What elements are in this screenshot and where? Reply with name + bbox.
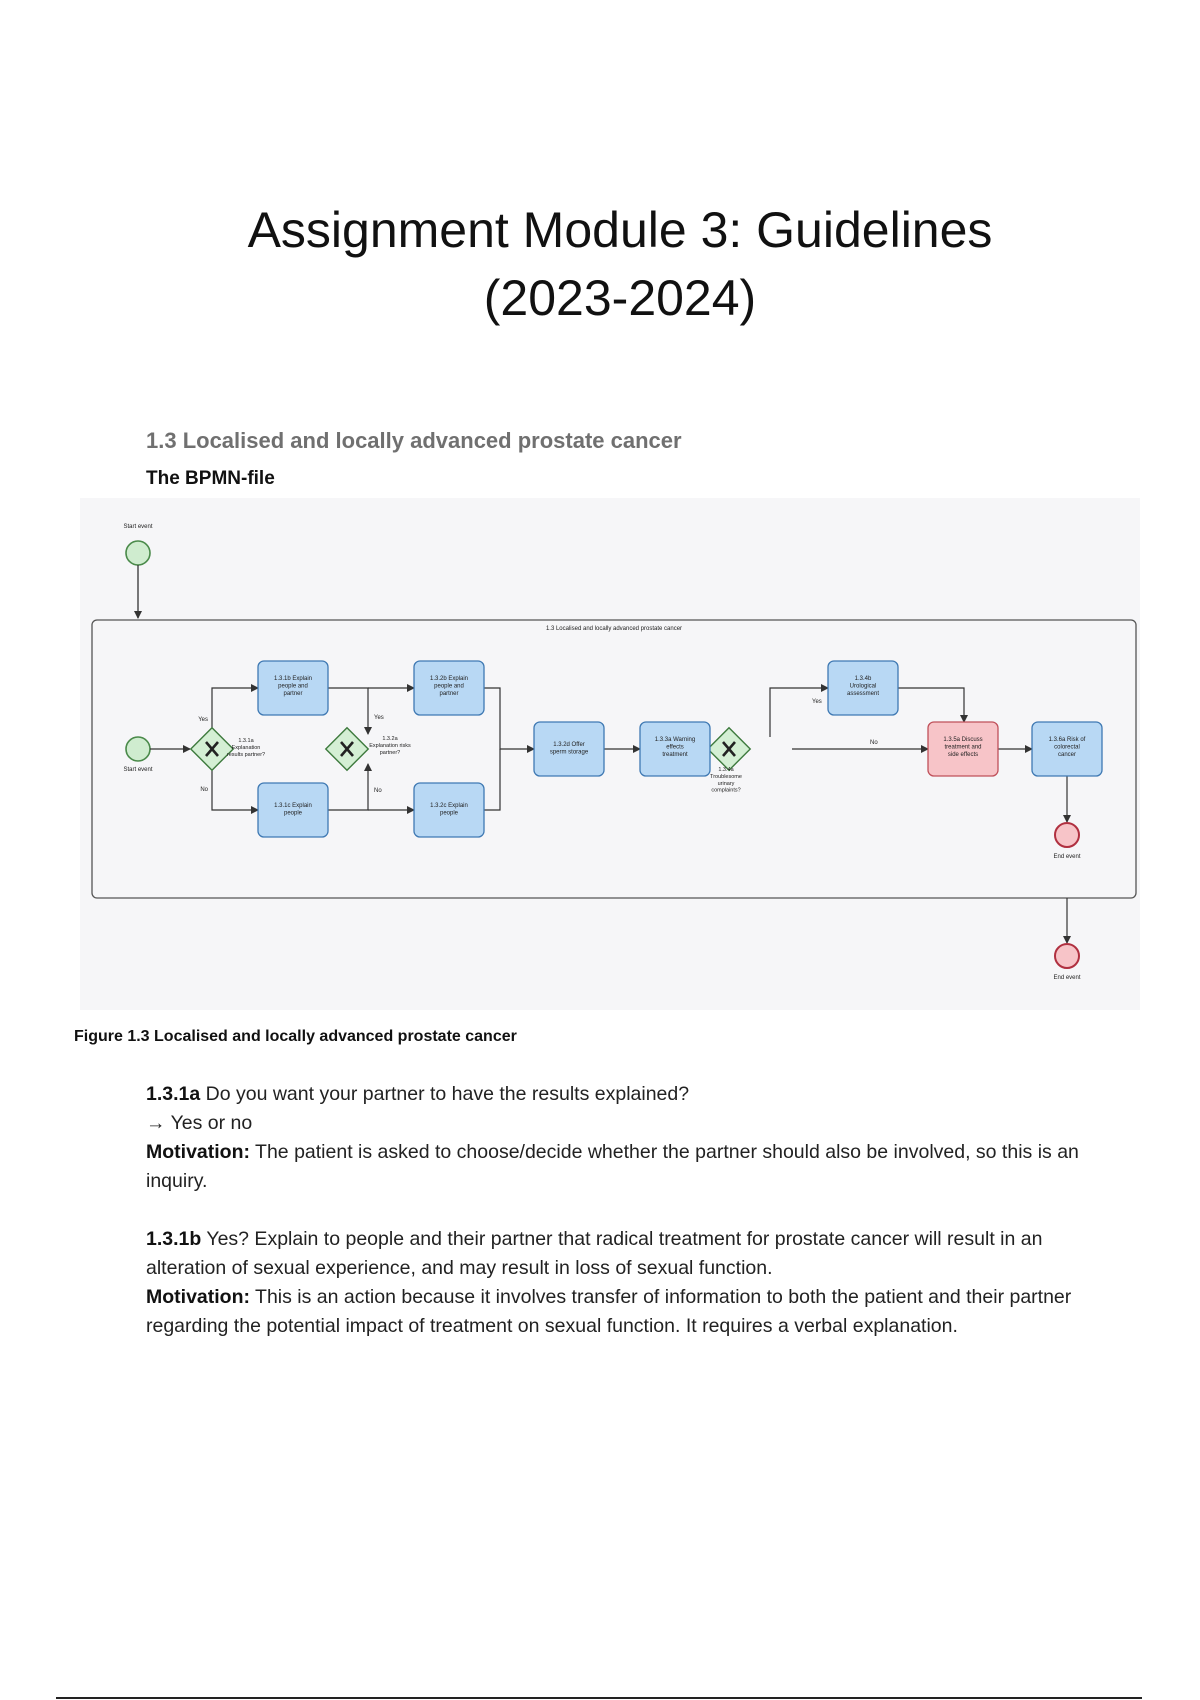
pool-title: 1.3 Localised and locally advanced prost… <box>546 626 682 632</box>
sub-heading: The BPMN-file <box>146 468 275 489</box>
flow-t132c-merge <box>484 749 501 811</box>
flow-t134b-t135a <box>898 687 968 723</box>
flow-t132b-merge <box>484 687 535 753</box>
paragraph-1-3-1a: 1.3.1a Do you want your partner to have … <box>146 1080 1096 1196</box>
bpmn-diagram-svg: Start event 1.3 Localised and locally ad… <box>91 524 1137 981</box>
flow-g1-no <box>211 761 259 814</box>
g3-no-label: No <box>870 740 878 746</box>
document-title-line2: (2023-2024) <box>483 270 757 326</box>
inner-end-label: End event <box>1053 854 1080 860</box>
paragraph-1-3-1b-motivation-label: Motivation: <box>146 1286 250 1308</box>
inner-start-label: Start event <box>123 767 152 773</box>
gateway-3 <box>706 726 752 772</box>
outer-end-event <box>1054 943 1080 969</box>
document-title: Assignment Module 3: Guidelines (2023-20… <box>0 196 1200 332</box>
g2-yes-label: Yes <box>374 715 384 721</box>
outer-start-event <box>125 540 151 566</box>
inner-end-event <box>1054 822 1080 848</box>
outer-start-label: Start event <box>123 524 152 530</box>
paragraph-1-3-1b-motivation: This is an action because it involves tr… <box>146 1286 1072 1337</box>
gateway-1 <box>189 726 235 772</box>
inner-start-event <box>125 736 151 762</box>
gateway-2 <box>324 726 370 772</box>
bottom-rule <box>56 1697 1142 1699</box>
flow-g3-yes <box>769 684 829 737</box>
paragraph-1-3-1a-answer: → Yes or no <box>146 1112 253 1134</box>
gateway-2-x-icon <box>340 741 354 757</box>
flow-t131b-merge <box>328 687 372 735</box>
section-heading: 1.3 Localised and locally advanced prost… <box>146 428 682 453</box>
flow-g1-yes <box>211 684 259 737</box>
gateway-3-x-icon <box>722 741 736 757</box>
g2-no-label: No <box>374 788 382 794</box>
document-title-line1: Assignment Module 3: Guidelines <box>247 202 993 258</box>
outer-end-label: End event <box>1053 975 1080 981</box>
pool <box>91 619 1137 899</box>
paragraph-1-3-1a-question: Do you want your partner to have the res… <box>200 1083 690 1105</box>
paragraph-1-3-1b: 1.3.1b Yes? Explain to people and their … <box>146 1225 1096 1341</box>
g1-yes-label: Yes <box>198 717 208 723</box>
g1-no-label: No <box>200 787 208 793</box>
paragraph-1-3-1b-text: Yes? Explain to people and their partner… <box>146 1228 1043 1279</box>
paragraph-1-3-1a-motivation-label: Motivation: <box>146 1141 250 1163</box>
flow-t131c-merge <box>328 763 372 811</box>
gateway-1-x-icon <box>205 741 219 757</box>
paragraph-1-3-1a-id: 1.3.1a <box>146 1083 201 1105</box>
paragraph-1-3-1a-motivation: The patient is asked to choose/decide wh… <box>146 1141 1079 1192</box>
g3-yes-label: Yes <box>812 699 822 705</box>
bpmn-diagram: Start event 1.3 Localised and locally ad… <box>80 498 1140 1010</box>
figure-caption: Figure 1.3 Localised and locally advance… <box>74 1028 517 1045</box>
paragraph-1-3-1b-id: 1.3.1b <box>146 1228 202 1250</box>
